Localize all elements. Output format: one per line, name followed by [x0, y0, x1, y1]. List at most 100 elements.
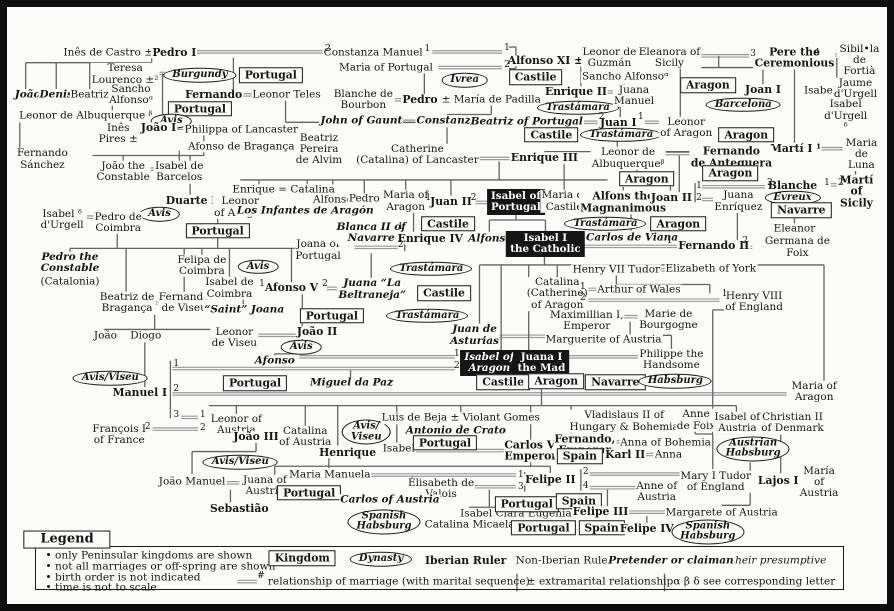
sequence-marker: 2 — [579, 293, 586, 304]
kingdom-box: Castile — [421, 216, 475, 232]
person-label: Juana of Austria — [241, 473, 288, 497]
legend-text: • only Peninsular kingdoms are shown — [45, 549, 253, 562]
sequence-marker: 1 — [200, 410, 206, 421]
person-label: María of Austria — [798, 464, 840, 500]
sequence-marker: 1 — [259, 279, 265, 290]
person-label: Beatriz de Bragança — [98, 290, 156, 315]
sequence-marker: 1 — [173, 358, 180, 369]
person-label: Philippe the Handsome — [638, 347, 705, 371]
kingdom-box: Portugal — [299, 308, 364, 324]
pretender-label: Carlos of Austria — [339, 493, 441, 507]
kingdom-box: Portugal — [238, 67, 303, 84]
pretender-label: Antonio de Crato — [404, 424, 507, 437]
dynasty-oval: Avis — [139, 206, 180, 222]
kingdom-box: Portugal — [185, 223, 250, 239]
person-label: Fernando de Viseu — [157, 290, 211, 315]
person-label: João Manuel — [157, 475, 227, 488]
kingdom-box: Castile — [524, 127, 579, 143]
person-label: Leonor de Albuquerqueᵝ — [590, 146, 666, 170]
legend-text: • not all marriages or off-spring are sh… — [45, 560, 276, 573]
dynasty-oval: Ivrea — [441, 73, 489, 88]
ruler-label: João I — [139, 121, 178, 135]
sequence-marker: 1 — [517, 470, 524, 481]
kingdom-box: Aragon — [718, 127, 775, 143]
kingdom-box: Aragon — [680, 77, 736, 93]
sequence-marker: 2 — [325, 44, 331, 55]
person-label: Anne of Austria — [635, 479, 679, 503]
pretender-label: Juan de Asturias — [449, 323, 500, 347]
ruler-label: Joan I — [743, 83, 782, 97]
ruler-label: Lajos II — [756, 474, 805, 488]
sequence-marker: 2 — [322, 279, 328, 290]
person-label: Leonor of Aragon — [659, 115, 714, 140]
ruler-label: João III — [232, 430, 280, 444]
sequence-marker: 2 — [144, 422, 151, 433]
sequence-marker: 2 — [742, 235, 749, 246]
sequence-marker: 3 — [173, 410, 180, 421]
dynasty-oval: Avis/Viseu — [72, 371, 148, 386]
person-label: Isabel d'Urgell ᵟ — [823, 98, 869, 134]
person-label: Leonor of Austria — [209, 413, 263, 437]
ruler-label: Alfonso XI ± — [506, 53, 585, 67]
person-label: Germana de Foix — [752, 235, 843, 259]
person-label: Pedro — [347, 192, 381, 206]
person-label: Blanche de Bourbon — [332, 87, 394, 112]
dynasty-oval: Evreux — [764, 190, 821, 205]
ruler-label: Karl II — [604, 447, 647, 461]
person-label: Anna of Bohemia — [619, 436, 712, 449]
person-label: Isabel de Barcelos — [154, 159, 205, 184]
legend-text: ± extramarital relationship — [526, 574, 674, 587]
kingdom-box: Aragon — [528, 373, 585, 389]
sequence-marker: 1 — [696, 180, 702, 191]
kingdom-box: Portugal — [167, 100, 233, 117]
sequence-marker: 1 — [638, 112, 644, 123]
person-label: Eleanor — [772, 222, 817, 235]
pretender-label: Beatriz of Portugal — [469, 115, 584, 128]
ruler-label: Pere the Ceremonious — [753, 45, 836, 70]
person-label: Maximillian I, Emperor — [549, 308, 625, 332]
sequence-marker: 4 — [582, 480, 589, 491]
dynasty-oval: Trastámara — [536, 100, 619, 115]
person-label: Marguerite of Austria — [544, 333, 663, 346]
person-label: Leonor Teles — [251, 88, 322, 101]
ruler-label: Felipe IV — [618, 521, 675, 535]
ruler-highlight: Isabel of Portugal — [486, 189, 545, 216]
person-label: João — [92, 329, 118, 342]
person-label: Maria of Aragon — [382, 189, 430, 213]
kingdom-box: Castile — [476, 374, 530, 390]
ruler-label: Fernando — [184, 88, 244, 102]
ruler-label: Pedro I — [151, 46, 198, 60]
ruler-highlight: Isabel I the Catholic — [506, 231, 585, 258]
pretender-label: Constanza — [415, 114, 479, 127]
ruler-label: Felipe III — [571, 505, 630, 519]
person-label: ± María de Padilla — [440, 93, 542, 106]
person-label: Beatriz — [69, 88, 110, 101]
person-label: João the Constable — [95, 159, 151, 184]
pretender-label: Los Infantes de Aragón — [235, 204, 375, 217]
dynasty-oval: Barcelona — [705, 97, 781, 112]
sequence-marker: 2 — [598, 112, 605, 123]
person-label: Jaume d'Urgell — [832, 76, 879, 101]
kingdom-box: Navarre — [585, 374, 646, 390]
person-label: (Catalonia) — [39, 274, 101, 288]
person-label: Sancho Alfonsoᵅ — [108, 82, 154, 107]
dynasty-oval: Avis — [237, 259, 279, 275]
sequence-marker: 4 — [814, 48, 820, 59]
ruler-label: Duarte I — [164, 194, 218, 208]
ruler-label: Manuel I — [111, 386, 169, 400]
person-label: Arthur of Wales — [596, 283, 682, 296]
dynasty-oval: Austrian Habsburg — [716, 436, 790, 462]
person-label: Anna — [653, 447, 684, 461]
person-label: Felipa de Coimbra — [176, 253, 228, 278]
kingdom-box: Spain — [578, 520, 625, 536]
person-label: Maria of Aragon — [790, 379, 838, 404]
sequence-marker: 3 — [750, 49, 756, 60]
ruler-label: Juan I — [598, 116, 638, 130]
ruler-label: Enrique II — [543, 85, 608, 99]
dynasty-oval: Trastámara — [386, 308, 469, 323]
person-label: Non-Iberian Ruler — [514, 554, 614, 567]
kingdom-box: Spain — [555, 493, 603, 510]
ruler-label: Fernando de Antequera — [689, 144, 774, 170]
sequence-marker: 1 — [666, 235, 673, 246]
